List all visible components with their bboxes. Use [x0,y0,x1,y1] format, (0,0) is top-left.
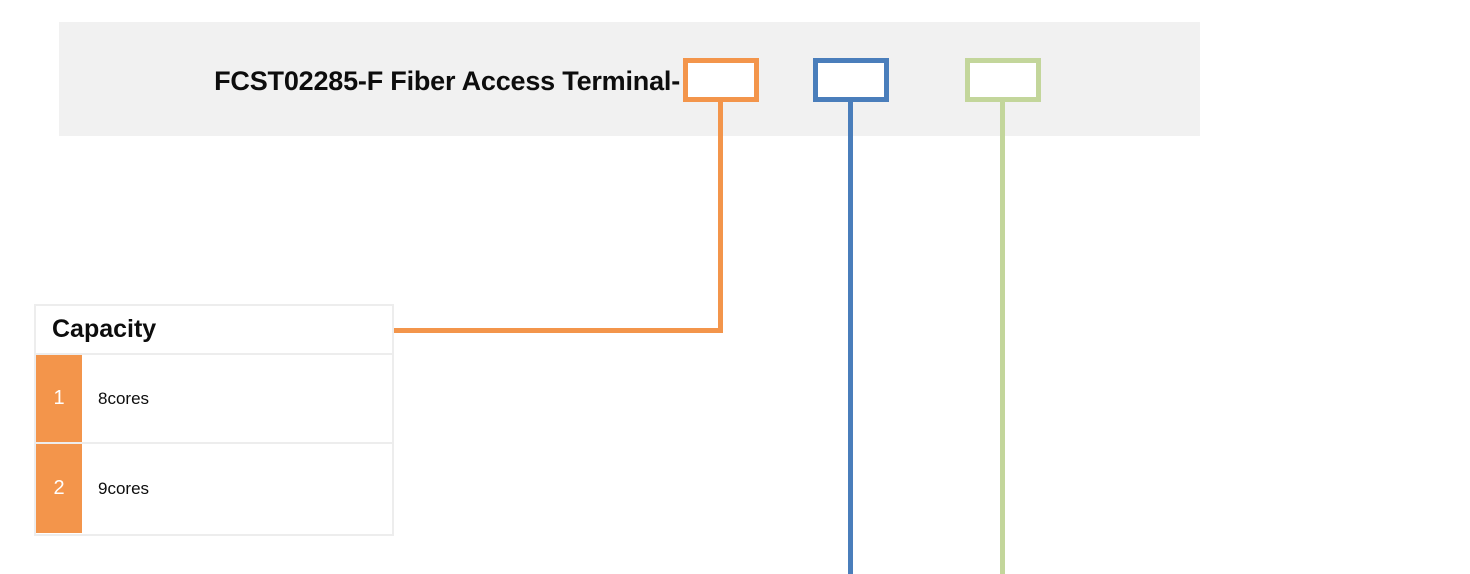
row-value-label: 8cores [98,388,150,408]
code-slot-box-capacity[interactable] [683,58,759,102]
connector-line-orange-vertical [718,102,723,333]
connector-line-blue-vertical [848,102,853,574]
row-index-badge: 1 [36,355,82,442]
code-slot-box-second[interactable] [813,58,889,102]
capacity-table-header: Capacity [36,306,392,355]
connector-line-green-vertical [1000,102,1005,574]
capacity-table-title: Capacity [52,315,157,343]
row-value-label: 9cores [98,478,150,498]
table-row[interactable]: 2 9cores [36,444,392,533]
page-title: FCST02285-F Fiber Access Terminal- [214,66,680,96]
table-row[interactable]: 1 8cores [36,355,392,444]
capacity-legend-table: Capacity 1 8cores 2 9cores [34,304,394,536]
connector-line-orange-horizontal [394,328,723,333]
code-slot-box-third[interactable] [965,58,1041,102]
row-index-badge: 2 [36,444,82,533]
